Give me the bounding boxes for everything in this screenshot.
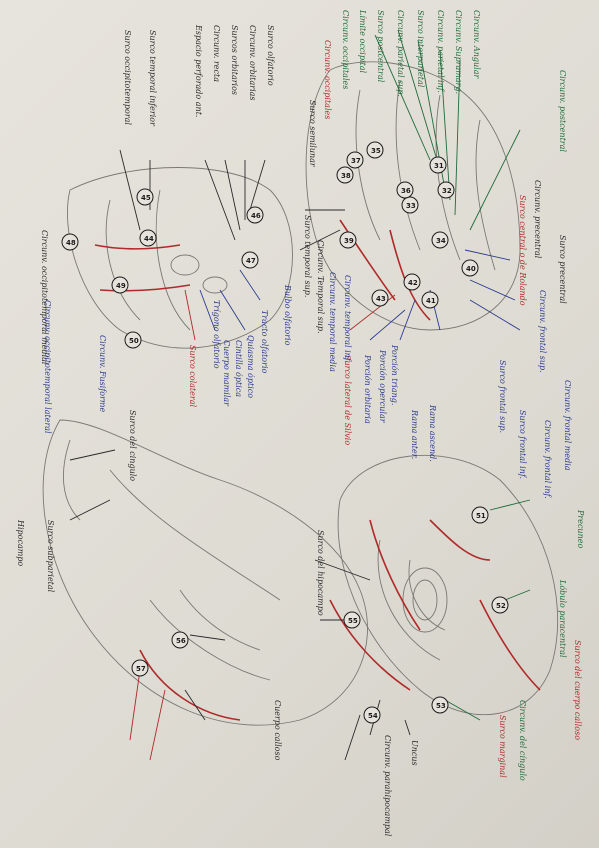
marker-35: 35 — [371, 147, 381, 155]
label-espacio-perforado-ant: Espacio perforado ant. — [194, 24, 203, 117]
label-surco-olfatorio: Surco olfatorio — [266, 25, 275, 86]
label-cuerpo-calloso: Cuerpo calloso — [273, 700, 282, 761]
marker-52: 52 — [496, 602, 506, 610]
marker-55: 55 — [348, 617, 358, 625]
marker-38: 38 — [341, 172, 351, 180]
marker-36: 36 — [401, 187, 411, 195]
label-surco-frontal-inf: Surco frontal inf. — [518, 410, 527, 479]
label-circunv-fusiforme: Circunv. Fusiforme — [98, 335, 107, 413]
label-surco-cuerpo-calloso: Surco del cuerpo calloso — [573, 640, 582, 740]
medial-right-outline — [337, 454, 559, 716]
label-rama-anter: Rama anter. — [410, 409, 419, 459]
marker-51: 51 — [476, 512, 486, 520]
label-uncus: Uncus — [410, 740, 419, 766]
label-surco-hipocampo: Surco del hipocampo — [316, 530, 325, 616]
label-surco-precentral: Surco precentral — [558, 235, 567, 304]
marker-34: 34 — [436, 237, 446, 245]
label-circunv-orbitarias: Circunv. orbitarias — [248, 25, 257, 101]
label-limite-occipital: Límite occipital — [358, 9, 367, 74]
label-rama-ascend: Rama ascend. — [428, 404, 437, 462]
label-surco-del-cingulo: Surco del cingulo — [128, 410, 137, 481]
label-circunv-temporal-media: Circunv. temporal media — [328, 272, 337, 372]
label-circunv-frontal-sup: Circunv. frontal sup. — [538, 290, 547, 373]
marker-31: 31 — [434, 162, 444, 170]
marker-32: 32 — [442, 187, 452, 195]
marker-46: 46 — [251, 212, 261, 220]
label-circunv-parietal-inf: Circunv. parietal inf. — [436, 10, 445, 93]
label-circunv-temporal-sup: Circunv. Temporal sup. — [316, 240, 325, 334]
label-bulbo-olfatorio: Bulbo olfatorio — [283, 284, 292, 346]
label-circunv-frontal-inf: Circunv. frontal inf. — [543, 420, 552, 499]
label-circunv-occipitotemporal-lateral: Circunv. occipitotemporal lateral — [43, 300, 52, 434]
marker-40: 40 — [466, 265, 476, 273]
label-circunv-occipitales-red: Circunv. occipitales — [323, 40, 332, 119]
label-surco-lateral-silvio: Surco lateral de Silvio — [343, 355, 352, 445]
label-hipocampo: Hipocampo — [16, 519, 25, 566]
label-circunv-temporal-inf: Circunv. temporal inf. — [343, 275, 352, 363]
label-lobulo-paracentral: Lóbulo paracentral — [558, 579, 567, 658]
label-circunv-occipitotemporal-medial: Circunv. occipitotemporal medial — [40, 230, 49, 365]
marker-57: 57 — [136, 665, 146, 673]
label-surco-subparietal: Surco subparietal — [46, 520, 55, 593]
label-quiasma-optico: Quiasma óptico — [246, 335, 255, 398]
marker-56: 56 — [176, 637, 186, 645]
label-circunv-precentral: Circunv. precentral — [533, 180, 542, 259]
label-circunv-occipitales: Circunv. occipitales — [341, 10, 350, 89]
marker-45: 45 — [141, 194, 151, 202]
label-circunv-postcentral: Circunv. postcentral — [558, 70, 567, 152]
label-surco-occipitotemporal: Surco occipitotemporal — [123, 30, 132, 125]
label-surco-central-rolando: Surco central o de Rolando — [518, 195, 527, 306]
marker-41: 41 — [426, 297, 436, 305]
marker-37: 37 — [351, 157, 361, 165]
marker-54: 54 — [368, 712, 378, 720]
label-surco-marginal: Surco marginal — [498, 715, 507, 778]
label-circunv-frontal-media: Circunv. frontal media — [563, 380, 572, 471]
label-precuneo: Precuneo — [576, 509, 585, 548]
label-surco-postcentral: Surco postcentral — [376, 10, 385, 83]
label-circunv-parahipocampal: Circunv. parahipocampal — [383, 735, 392, 837]
label-porcion-orbitaria: Porción orbitaria — [363, 354, 372, 424]
marker-43: 43 — [376, 295, 386, 303]
label-surco-temporal-sup: Surco temporal sup. — [303, 215, 312, 297]
label-circunv-cingulo: Circunv. del cíngulo — [518, 700, 527, 781]
marker-39: 39 — [344, 237, 354, 245]
number-markers: 31 32 33 34 35 36 37 38 39 40 41 42 43 4… — [61, 141, 509, 724]
label-trigono-olfatorio: Trígono olfatorio — [212, 300, 221, 369]
label-circunv-parietal-sup: Circunv. parietal sup. — [396, 10, 405, 97]
label-porcion-opercular: Porción opercular — [378, 349, 387, 424]
medial-brain-outline — [42, 419, 368, 726]
label-cuerpo-mamilar: Cuerpo mamilar — [222, 340, 231, 407]
marker-47: 47 — [246, 257, 256, 265]
label-surcos-orbitarios: Surcos orbitarios — [230, 25, 239, 95]
marker-50: 50 — [129, 337, 139, 345]
label-surco-semilunar: Surco semilunar — [308, 100, 317, 168]
label-surco-frontal-sup: Surco frontal sup. — [498, 360, 507, 433]
label-porcion-triang: Porción triang. — [390, 344, 399, 405]
label-circunv-supramarg: Circunv. Supramarg. — [454, 10, 463, 94]
marker-33: 33 — [406, 202, 416, 210]
label-tracto-olfatorio: Tracto olfatorio — [260, 310, 269, 374]
label-circunv-recta: Circunv. recta — [212, 25, 221, 82]
label-surco-colateral: Surco colateral — [188, 345, 197, 407]
label-surco-interparietal: Surco interparietal — [416, 10, 425, 88]
marker-48: 48 — [66, 239, 76, 247]
marker-53: 53 — [436, 702, 446, 710]
marker-49: 49 — [116, 282, 126, 290]
label-cintilla-optica: Cintilla óptica — [234, 340, 243, 397]
marker-44: 44 — [144, 235, 154, 243]
label-circunv-angular: Circunv. Angular — [472, 10, 481, 79]
marker-42: 42 — [408, 279, 418, 287]
label-surco-temporal-inferior: Surco temporal inferior — [148, 30, 157, 127]
basal-brain-outline — [67, 167, 293, 349]
